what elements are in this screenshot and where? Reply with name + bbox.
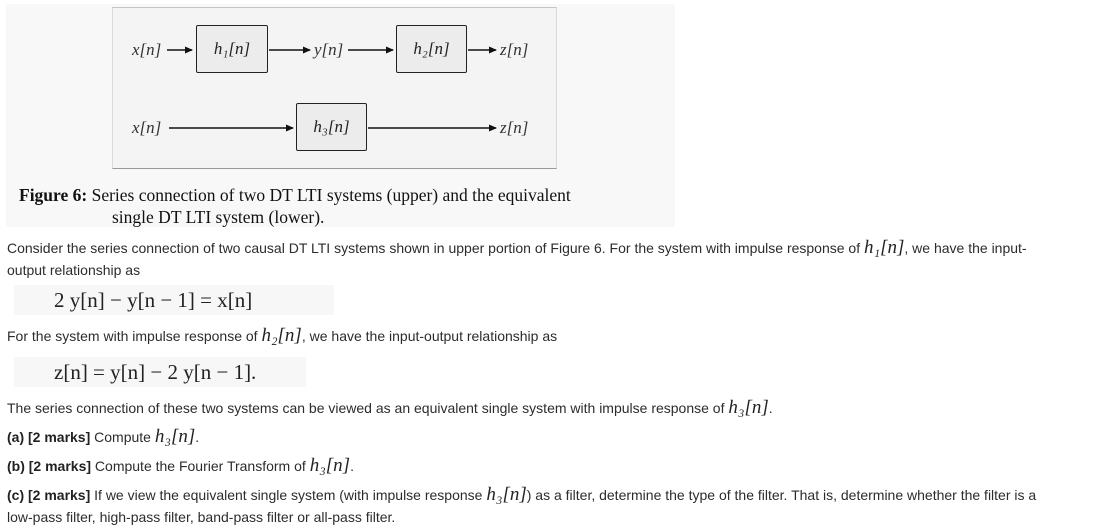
signal-z-lower: z[n] xyxy=(500,118,529,137)
equation-1: 2 y[n] − y[n − 1] = x[n] xyxy=(14,285,334,315)
caption-line-1: Series connection of two DT LTI systems … xyxy=(91,185,571,205)
question-a-text: Compute xyxy=(94,429,151,445)
block-h1: h₁[n] xyxy=(196,25,268,73)
paragraph-h3: The series connection of these two syste… xyxy=(7,397,1107,419)
intro-text-after: , we have the input- xyxy=(904,240,1027,256)
para3-math-h3: h₃[n] xyxy=(728,397,769,418)
block-h2: h₂[n] xyxy=(396,25,467,73)
para2-text: For the system with impulse response of xyxy=(7,328,262,344)
question-b: (b) [2 marks] Compute the Fourier Transf… xyxy=(7,455,1107,477)
caption-label: Figure 6: xyxy=(19,185,88,205)
para2-text-after: , we have the input-output relationship … xyxy=(301,328,558,344)
question-a-label: (a) [2 marks] xyxy=(7,429,91,445)
signal-y: y[n] xyxy=(314,40,344,59)
question-c: (c) [2 marks] If we view the equivalent … xyxy=(7,484,1112,528)
question-b-text: Compute the Fourier Transform of xyxy=(94,458,306,474)
para3-text-after: . xyxy=(768,400,773,416)
figure-6: x[n] h₁[n] y[n] h₂[n] z[n] x[n] h₃[n] z[… xyxy=(6,4,675,227)
question-b-math: h₃[n] xyxy=(309,455,351,476)
question-b-label: (b) [2 marks] xyxy=(7,458,92,474)
signal-x-lower: x[n] xyxy=(132,118,162,137)
question-a-math: h₃[n] xyxy=(154,426,196,447)
intro-paragraph: Consider the series connection of two ca… xyxy=(7,237,1107,281)
intro-math-h1: h₁[n] xyxy=(864,237,905,258)
paragraph-h2: For the system with impulse response of … xyxy=(7,325,1107,347)
question-c-line2: low-pass filter, high-pass filter, band-… xyxy=(7,509,396,525)
caption-line-2: single DT LTI system (lower). xyxy=(112,207,325,227)
question-c-math: h₃[n] xyxy=(486,484,527,505)
question-a: (a) [2 marks] Compute h₃[n]. xyxy=(7,426,1107,448)
diagram-arrows xyxy=(167,46,497,132)
intro-text-line2: output relationship as xyxy=(7,262,141,278)
question-c-text: If we view the equivalent single system … xyxy=(94,487,483,503)
equation-2: z[n] = y[n] − 2 y[n − 1]. xyxy=(14,357,306,387)
para3-text: The series connection of these two syste… xyxy=(7,400,729,416)
equation-1-text: 2 y[n] − y[n − 1] = x[n] xyxy=(54,287,253,312)
para2-math-h2: h₂[n] xyxy=(261,325,302,346)
figure-caption: Figure 6: Series connection of two DT LT… xyxy=(19,184,669,228)
block-h3: h₃[n] xyxy=(296,103,367,151)
intro-text: Consider the series connection of two ca… xyxy=(7,240,864,256)
question-a-after: . xyxy=(195,429,200,445)
signal-z-upper: z[n] xyxy=(500,40,529,59)
signal-x-upper: x[n] xyxy=(132,40,162,59)
question-c-after: ) as a filter, determine the type of the… xyxy=(526,487,1037,503)
equation-2-text: z[n] = y[n] − 2 y[n − 1]. xyxy=(54,359,257,384)
question-c-label: (c) [2 marks] xyxy=(7,487,91,503)
question-b-after: . xyxy=(350,458,354,474)
